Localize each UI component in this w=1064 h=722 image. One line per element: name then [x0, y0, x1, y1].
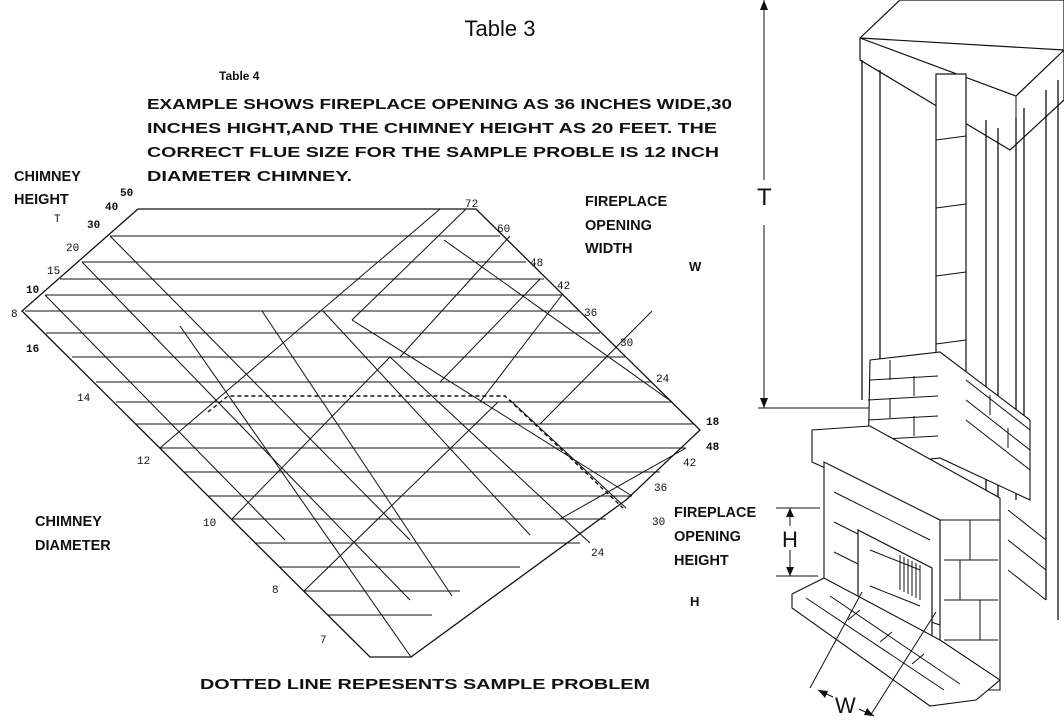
fireplace-illustration: T [757, 0, 1064, 718]
grid-line [399, 235, 511, 358]
width-tick-60: 60 [497, 224, 510, 236]
example-line-1: EXAMPLE SHOWS FIREPLACE OPENING AS 36 IN… [147, 97, 732, 113]
fireplace-width-symbol: W [689, 259, 702, 274]
height-tick-15: 15 [47, 266, 60, 278]
grid-line [231, 356, 391, 520]
table3-title: Table 3 [465, 16, 536, 41]
width-tick-18: 18 [706, 417, 720, 429]
diameter-tick-16: 16 [26, 344, 39, 356]
height-tick-50: 50 [120, 188, 133, 200]
nomogram-outline [21, 208, 701, 658]
fheight-tick-42: 42 [683, 458, 696, 470]
grid-line [539, 310, 653, 425]
sample-problem-dotted-line [207, 395, 624, 509]
dimension-t: T [757, 0, 880, 409]
grid-line [159, 208, 441, 449]
fheight-tick-48: 48 [706, 442, 720, 454]
fireplace-grate [899, 555, 921, 600]
fireplace-height-caption-3: HEIGHT [674, 553, 729, 569]
chimney-height-caption-1: CHIMNEY [14, 169, 81, 185]
footer-note: DOTTED LINE REPESENTS SAMPLE PROBLEM [200, 677, 650, 693]
fireplace-width-caption-2: OPENING [585, 218, 652, 234]
width-tick-30: 30 [620, 338, 633, 350]
width-tick-42: 42 [557, 281, 570, 293]
fheight-tick-24: 24 [591, 548, 605, 560]
example-line-2: INCHES HIGHT,AND THE CHIMNEY HEIGHT AS 2… [147, 121, 717, 137]
grid-line [303, 401, 499, 592]
fireplace-height-caption-2: OPENING [674, 529, 741, 545]
grid-line [44, 294, 286, 541]
grid-line [559, 447, 687, 520]
height-tick-10: 10 [26, 285, 39, 297]
width-tick-48: 48 [530, 258, 543, 270]
diameter-tick-10: 10 [203, 518, 216, 530]
fireplace-width-caption-3: WIDTH [585, 241, 633, 257]
chimney-diameter-caption-1: CHIMNEY [35, 514, 102, 530]
width-tick-24: 24 [656, 374, 670, 386]
grid-line [351, 208, 467, 321]
grid-line [479, 294, 563, 403]
width-tick-36: 36 [584, 308, 597, 320]
nomogram-grid [21, 208, 701, 658]
height-tick-40: 40 [105, 202, 118, 214]
fireplace-front [811, 425, 1047, 691]
diameter-tick-8: 8 [272, 585, 279, 597]
chimney-diameter-caption-2: DIAMETER [35, 538, 111, 554]
grid-line [322, 310, 531, 536]
diameter-tick-14: 14 [77, 393, 91, 405]
grid-line [81, 261, 411, 601]
fireplace-height-caption-1: FIREPLACE [674, 505, 757, 521]
fireplace-height-symbol: H [690, 594, 699, 609]
height-tick-8: 8 [11, 309, 18, 321]
grid-line [439, 278, 541, 383]
dimension-t-label: T [757, 184, 772, 211]
dimension-w-label: W [835, 693, 856, 718]
dimension-w: W [809, 591, 937, 718]
table4-title: Table 4 [219, 69, 260, 83]
chimney-height-symbol: T [54, 214, 61, 226]
grid-line [109, 235, 411, 541]
brick-chimney-base [867, 351, 1031, 501]
diameter-tick-12: 12 [137, 456, 150, 468]
grid-line [389, 356, 591, 544]
width-tick-72: 72 [465, 199, 478, 211]
height-tick-20: 20 [66, 243, 79, 255]
dimension-h-label: H [782, 527, 798, 552]
height-tick-30: 30 [87, 220, 100, 232]
grid-line [179, 325, 412, 658]
diameter-tick-7: 7 [320, 635, 327, 647]
example-line-3: CORRECT FLUE SIZE FOR THE SAMPLE PROBLE … [147, 145, 719, 161]
fheight-tick-30: 30 [652, 517, 665, 529]
example-line-4: DIAMETER CHIMNEY. [147, 169, 352, 185]
chimney-height-caption-2: HEIGHT [14, 192, 69, 208]
fireplace-width-caption-1: FIREPLACE [585, 194, 668, 210]
grid-line [261, 310, 453, 597]
fheight-tick-36: 36 [654, 483, 667, 495]
sample-problem-edge [509, 399, 627, 509]
grid-line [443, 239, 673, 403]
dimension-h: H [776, 507, 820, 577]
